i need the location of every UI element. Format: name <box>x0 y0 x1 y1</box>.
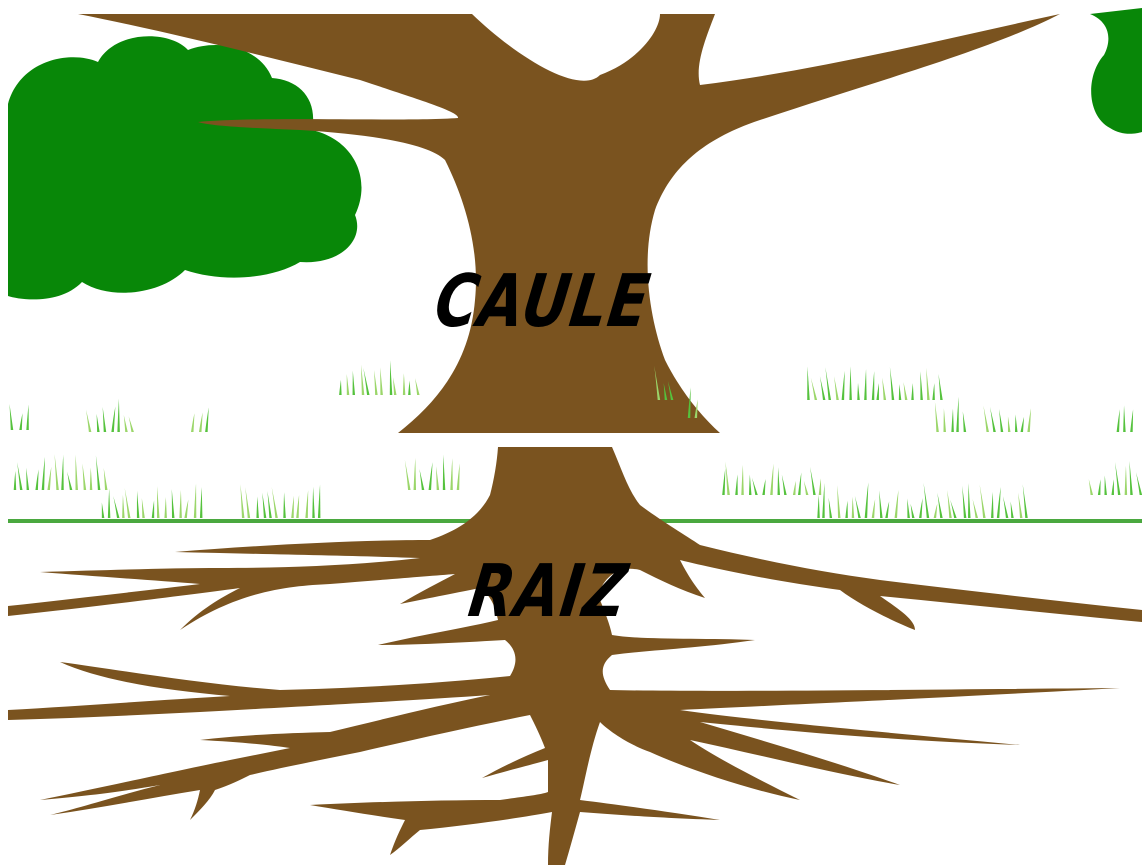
grass-tuft <box>817 482 898 518</box>
grass-tuft <box>191 407 209 432</box>
grass-tuft <box>1117 405 1134 432</box>
grass-tuft <box>102 483 203 518</box>
left-foliage <box>8 36 362 299</box>
grass-tuft <box>807 366 942 400</box>
grass-tuft <box>86 399 134 432</box>
grass-tuft <box>907 483 1027 518</box>
grass-tuft <box>1089 461 1142 495</box>
right-foliage <box>1090 8 1142 134</box>
grass-tuft <box>405 455 460 490</box>
grass-tuft <box>935 397 966 432</box>
grass-tuft <box>14 454 108 490</box>
grass-tuft <box>240 484 320 518</box>
stem-label: CAULE <box>431 265 655 338</box>
grass-tuft <box>983 406 1031 432</box>
grass-tuft <box>722 462 821 495</box>
root-label: RAIZ <box>465 555 632 628</box>
grass-tuft <box>339 360 419 395</box>
grass-tuft <box>9 404 28 430</box>
root-system <box>8 447 1142 865</box>
